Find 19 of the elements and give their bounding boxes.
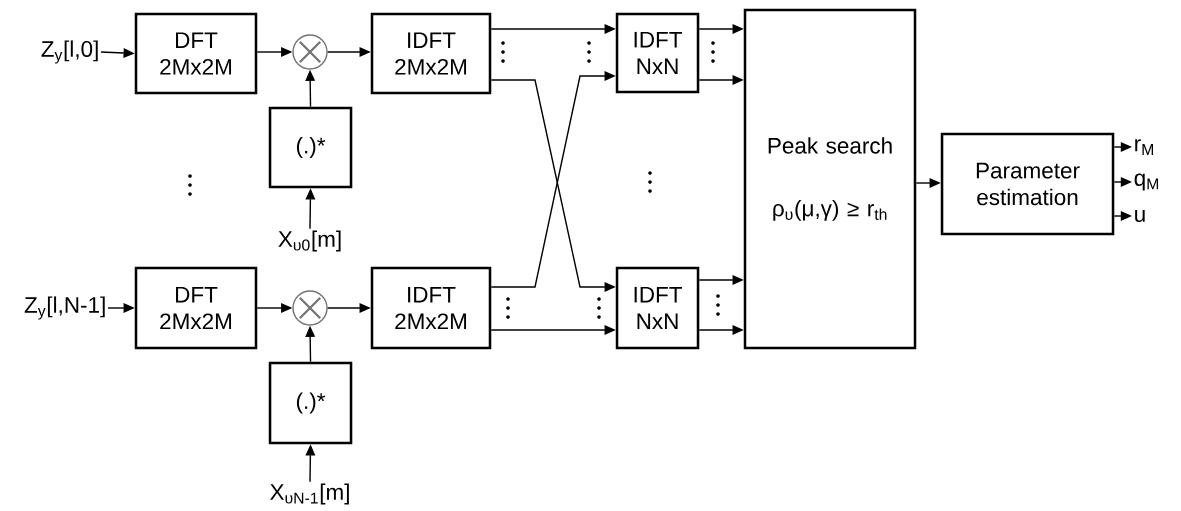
signal-label: u: [1135, 209, 1145, 223]
signal-label: q$_{M}$: [1134, 173, 1158, 191]
signal-label: X$_{υ0}$[m]: [278, 230, 341, 252]
process-box: Peak search ρ$_{υ}$(μ,γ) ≥ r$_{th}$: [743, 8, 917, 350]
multiplier-circle: [292, 34, 328, 70]
process-box: DFT 2Mx2M: [134, 266, 258, 350]
process-box: IDFT NxN: [615, 12, 700, 94]
process-box: Parameter estimation: [940, 132, 1115, 236]
multiplier-circle: [292, 290, 328, 326]
process-box: IDFT 2Mx2M: [370, 266, 492, 350]
process-box: IDFT NxN: [615, 266, 700, 350]
signal-label: Z$_{y}$[l,N-1]: [24, 296, 105, 320]
signal-label: r$_{M}$: [1135, 139, 1153, 155]
process-box: (.)*: [268, 361, 353, 445]
signal-label: X$_{υN-1}$[m]: [270, 483, 349, 505]
process-box: (.)*: [268, 106, 353, 189]
signal-label: Z$_{y}$[l,0]: [41, 40, 98, 64]
process-box: DFT 2Mx2M: [134, 12, 258, 95]
process-box: IDFT 2Mx2M: [370, 12, 492, 95]
